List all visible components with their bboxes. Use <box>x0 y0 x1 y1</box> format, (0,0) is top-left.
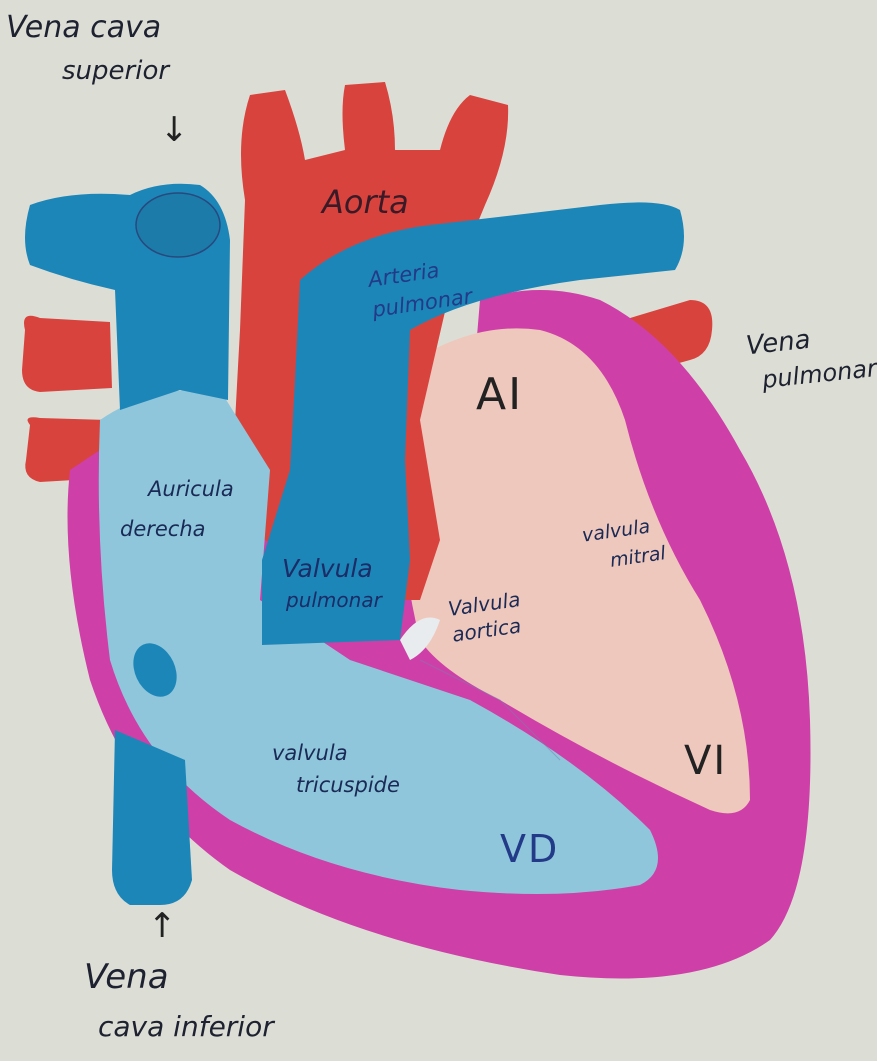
label-valvula-pulmonar-line2: pulmonar <box>286 590 382 611</box>
label-vi: VI <box>684 740 727 782</box>
label-vena-cava-superior-line2: superior <box>62 58 169 85</box>
label-vena-cava-superior-line1: Vena cava <box>6 12 161 44</box>
label-ai: AI <box>476 372 523 418</box>
arrow-up-icon: ↑ <box>148 906 177 946</box>
vena-cava-superior-opening <box>136 193 220 257</box>
label-valvula-pulmonar-line1: Valvula <box>282 556 373 582</box>
label-aorta: Aorta <box>322 186 409 220</box>
arrow-down-icon: ↓ <box>160 110 189 150</box>
label-auricula-derecha-line2: derecha <box>120 518 206 540</box>
label-auricula-derecha-line1: Auricula <box>148 478 234 500</box>
label-vd: VD <box>500 830 559 870</box>
label-vena-cava-inferior-line2: cava inferior <box>98 1012 274 1041</box>
label-valvula-tricuspide-line2: tricuspide <box>296 774 400 796</box>
label-vena-cava-inferior-line1: Vena <box>84 960 169 996</box>
label-valvula-tricuspide-line1: valvula <box>272 742 348 764</box>
vena-pulmonar-left-upper <box>22 316 112 392</box>
label-vena-pulmonar-line1: Vena <box>745 327 812 361</box>
